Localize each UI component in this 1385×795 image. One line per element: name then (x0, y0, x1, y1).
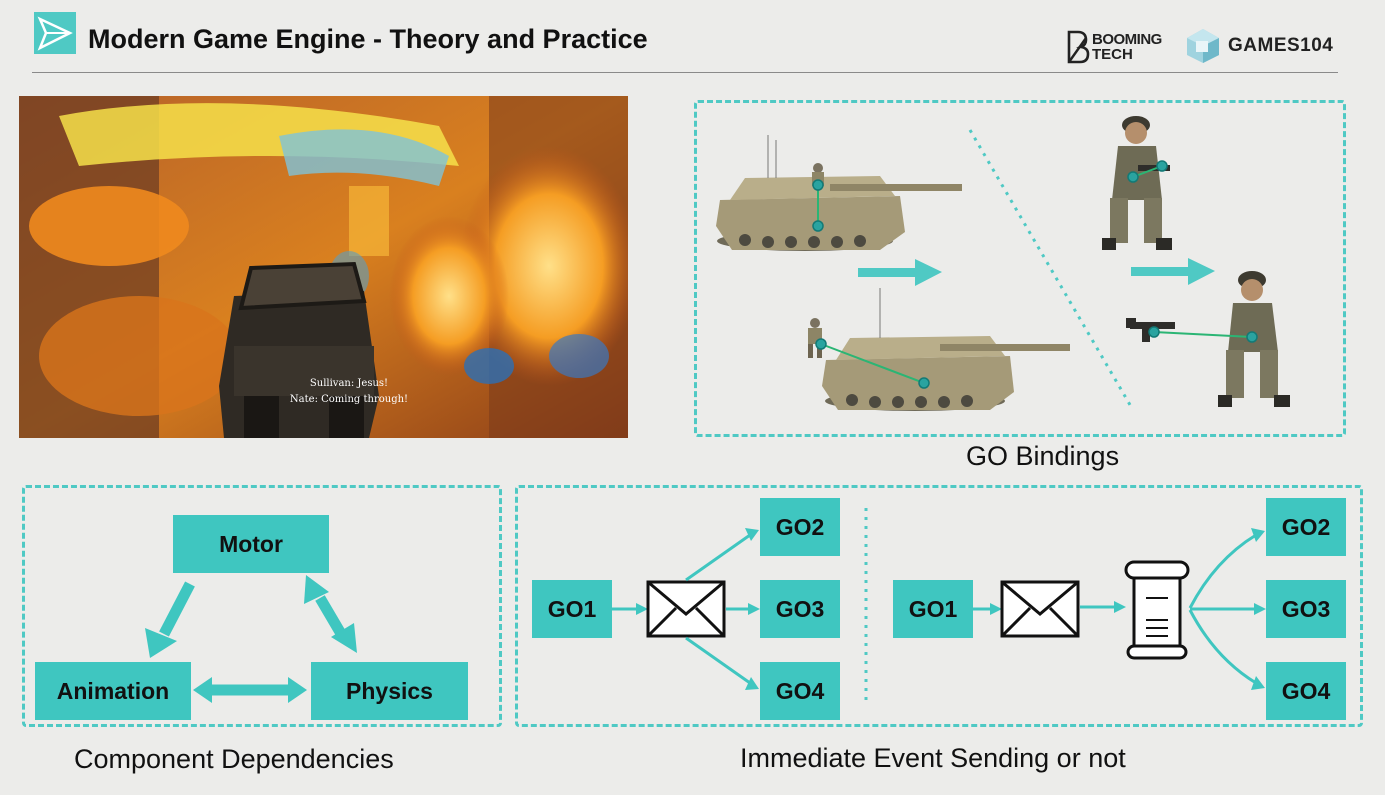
page-title: Modern Game Engine - Theory and Practice (88, 24, 648, 54)
go-bindings-panel (694, 100, 1346, 437)
right-go4-node: GO4 (1266, 662, 1346, 720)
event-sending-caption: Immediate Event Sending or not (740, 743, 1126, 773)
right-go1-node: GO1 (893, 580, 973, 638)
games104-logo-icon (1186, 28, 1220, 64)
event-sending-panel (515, 485, 1363, 727)
animation-node: Animation (35, 662, 191, 720)
play-logo-icon (34, 12, 76, 54)
booming-tech-logo-icon (1066, 30, 1090, 64)
subtitle-line-2: Nate: Coming through! (289, 394, 409, 405)
left-go3-node: GO3 (760, 580, 840, 638)
left-go1-node: GO1 (532, 580, 612, 638)
component-dependencies-caption: Component Dependencies (74, 744, 394, 774)
brand-games104: GAMES104 (1228, 35, 1334, 56)
left-go2-node: GO2 (760, 498, 840, 556)
right-go3-node: GO3 (1266, 580, 1346, 638)
game-screenshot: Sullivan: Jesus! Nate: Coming through! (19, 96, 628, 438)
left-go4-node: GO4 (760, 662, 840, 720)
motor-node: Motor (173, 515, 329, 573)
subtitle-line-1: Sullivan: Jesus! (309, 378, 389, 389)
header-divider (32, 72, 1338, 73)
right-go2-node: GO2 (1266, 498, 1346, 556)
component-dependencies-panel (22, 485, 502, 727)
physics-node: Physics (311, 662, 468, 720)
go-bindings-caption: GO Bindings (966, 441, 1120, 471)
brand-booming-line2: TECH (1092, 46, 1133, 63)
brand-booming-line1: BOOMING (1092, 31, 1162, 48)
